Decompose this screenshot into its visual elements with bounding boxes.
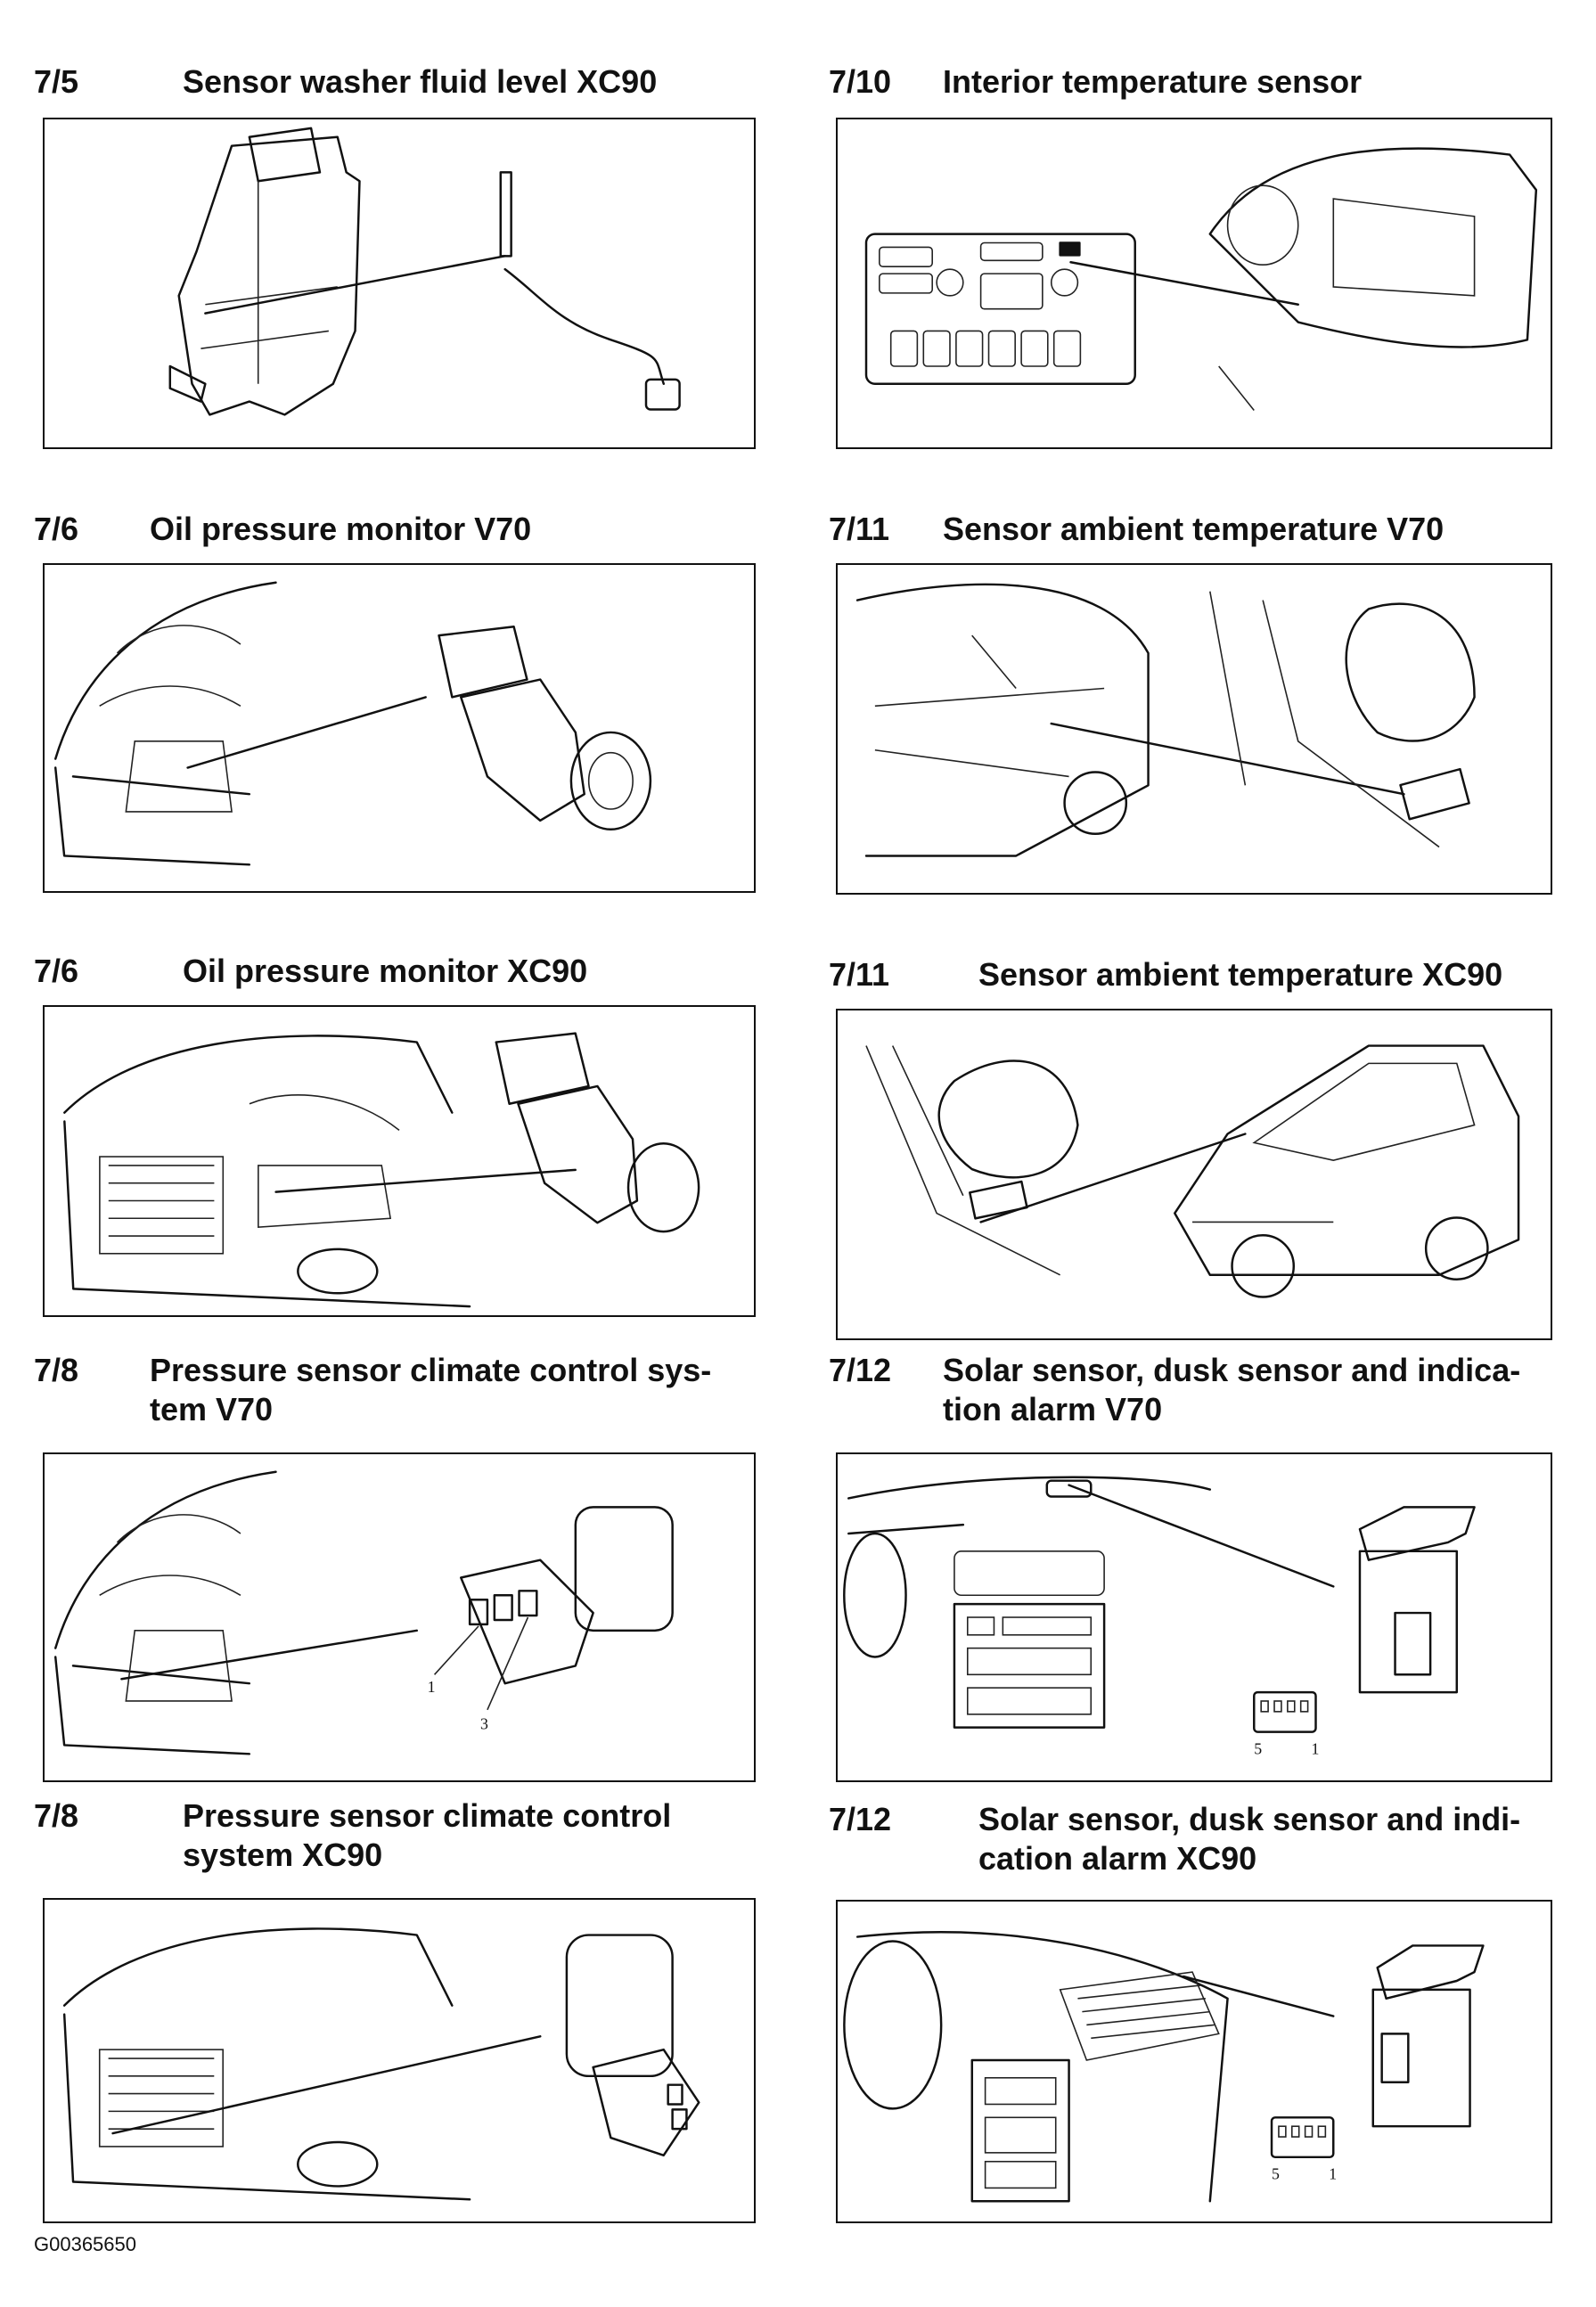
pin-label: 5 bbox=[1254, 1739, 1262, 1757]
section-title: Solar sensor, dusk sensor and indica- ti… bbox=[943, 1352, 1521, 1428]
section-title: Oil pressure monitor XC90 bbox=[183, 953, 588, 989]
section-number: 7/8 bbox=[34, 1352, 79, 1388]
dashboard-solar-sensor-xc90-illustration: 5 1 bbox=[843, 1931, 1485, 2203]
section-number: 7/11 bbox=[829, 511, 890, 547]
section-number: 7/8 bbox=[34, 1797, 79, 1834]
figure-ambient-temperature-xc90 bbox=[836, 1009, 1552, 1340]
section-title: Sensor ambient temperature XC90 bbox=[978, 956, 1503, 993]
engine-bay-v70-illustration bbox=[53, 581, 652, 866]
section-title: Sensor ambient temperature V70 bbox=[943, 511, 1445, 547]
climate-panel-illustration bbox=[864, 147, 1538, 411]
car-side-mirror-v70-illustration bbox=[855, 583, 1476, 857]
section-title: Pressure sensor climate control sys- tem… bbox=[150, 1352, 712, 1428]
figure-oil-pressure-xc90 bbox=[43, 1005, 756, 1317]
figure-ambient-temperature-v70 bbox=[836, 563, 1552, 895]
figure-washer-fluid-sensor bbox=[43, 118, 756, 449]
engine-bay-xc90-illustration bbox=[63, 1032, 700, 1308]
section-number: 7/10 bbox=[829, 63, 892, 100]
section-title: Pressure sensor climate control system X… bbox=[183, 1797, 672, 1873]
figure-solar-sensor-v70: 5 1 bbox=[836, 1452, 1552, 1782]
section-number: 7/12 bbox=[829, 1352, 892, 1388]
figure-code: G00365650 bbox=[34, 2233, 136, 2255]
pin-label: 3 bbox=[480, 1715, 488, 1733]
figure-solar-sensor-xc90: 5 1 bbox=[836, 1900, 1552, 2223]
section-number: 7/5 bbox=[34, 63, 79, 100]
pin-label: 1 bbox=[1329, 2165, 1337, 2183]
section-title: Oil pressure monitor V70 bbox=[150, 511, 532, 547]
pin-label: 1 bbox=[1312, 1739, 1320, 1757]
section-title: Interior temperature sensor bbox=[943, 63, 1363, 100]
pressure-sensor-xc90-illustration bbox=[62, 1927, 700, 2201]
section-number: 7/11 bbox=[829, 956, 890, 993]
section-title: Sensor washer fluid level XC90 bbox=[183, 63, 658, 100]
washer-reservoir-illustration bbox=[168, 127, 681, 416]
pin-label: 1 bbox=[428, 1678, 436, 1696]
figure-pressure-sensor-v70: 1 3 bbox=[43, 1452, 756, 1782]
pressure-sensor-v70-illustration: 1 3 bbox=[53, 1470, 674, 1755]
figure-interior-temperature-sensor bbox=[836, 118, 1552, 449]
section-number: 7/6 bbox=[34, 511, 79, 547]
pin-label: 5 bbox=[1272, 2165, 1280, 2183]
dashboard-solar-sensor-v70-illustration: 5 1 bbox=[843, 1476, 1476, 1757]
section-number: 7/6 bbox=[34, 953, 79, 989]
section-number: 7/12 bbox=[829, 1801, 892, 1837]
section-title: Solar sensor, dusk sensor and indi- cati… bbox=[978, 1801, 1521, 1877]
figure-pressure-sensor-xc90 bbox=[43, 1898, 756, 2223]
suv-mirror-xc90-illustration bbox=[865, 1044, 1520, 1298]
figure-oil-pressure-v70 bbox=[43, 563, 756, 893]
